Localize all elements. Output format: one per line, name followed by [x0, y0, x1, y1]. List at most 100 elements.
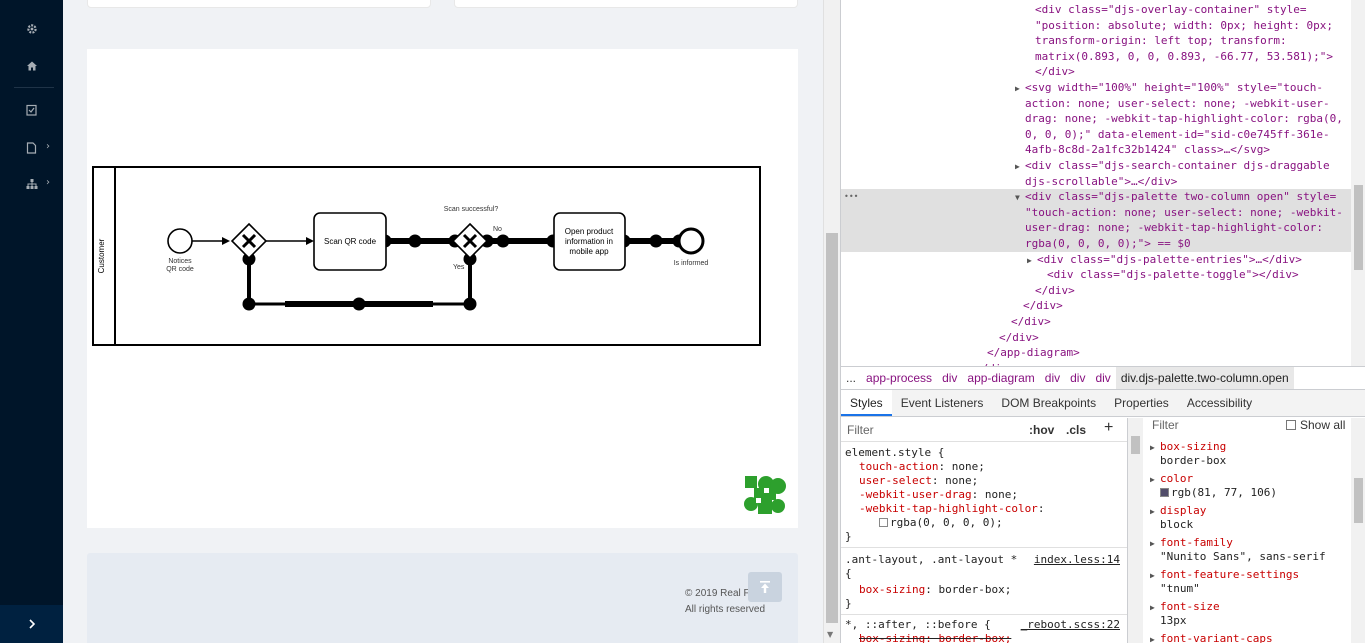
dom-node-line[interactable]: </div> — [841, 314, 1351, 330]
dom-node-line[interactable]: transform-origin: left top; transform: — [841, 33, 1351, 49]
breadcrumb-item[interactable]: div — [1044, 371, 1061, 385]
scrollbar-thumb[interactable] — [1354, 185, 1363, 270]
dom-node-line[interactable]: </div> — [841, 283, 1351, 299]
dom-node-line[interactable]: </div> — [841, 361, 1351, 366]
expand-triangle-icon[interactable]: ▶ — [1150, 507, 1155, 516]
breadcrumb-item[interactable]: div.djs-palette.two-column.open — [1115, 367, 1294, 389]
class-toggle-button[interactable]: .cls — [1066, 423, 1087, 437]
dom-node-line[interactable]: "position: absolute; width: 0px; height:… — [841, 18, 1351, 34]
color-swatch[interactable] — [1160, 488, 1169, 497]
tab-styles[interactable]: Styles — [841, 390, 892, 416]
expand-triangle-icon[interactable]: ▶ — [1150, 539, 1155, 548]
bpmn-diagram[interactable]: Customer — [87, 49, 798, 528]
scrollbar-thumb[interactable] — [1354, 478, 1363, 523]
computed-property[interactable]: ▶color — [1150, 472, 1350, 486]
style-declaration[interactable]: box-sizing: border-box; — [859, 583, 1012, 596]
dom-node-line[interactable]: 4afb-8c8d-2a1fc32b1424" class>…</svg> — [841, 142, 1351, 158]
back-to-top-button[interactable] — [748, 572, 782, 602]
dom-node-line[interactable]: </div> — [841, 64, 1351, 80]
computed-property[interactable]: ▶font-feature-settings — [1150, 568, 1350, 582]
computed-property[interactable]: ▶display — [1150, 504, 1350, 518]
dom-node-line[interactable]: <div class="djs-overlay-container" style… — [841, 2, 1351, 18]
hover-state-button[interactable]: :hov — [1029, 423, 1055, 437]
bpmn-logo[interactable] — [744, 474, 786, 516]
style-declaration[interactable]: -webkit-user-drag: none; — [845, 488, 1127, 502]
node-actions-icon[interactable]: ••• — [844, 192, 859, 202]
computed-property[interactable]: ▶font-variant-caps — [1150, 632, 1350, 643]
dom-node-line[interactable]: matrix(0.893, 0, 0, 0.893, -66.77, 53.58… — [841, 49, 1351, 65]
dom-node-line[interactable]: rgba(0, 0, 0, 0);"> == $0 — [841, 236, 1351, 252]
dom-node-line[interactable]: ▶<svg width="100%" height="100%" style="… — [841, 80, 1351, 96]
dom-node-line[interactable]: drag: none; -webkit-tap-highlight-color:… — [841, 111, 1351, 127]
computed-scrollbar[interactable] — [1351, 418, 1365, 643]
computed-property[interactable]: ▶font-family — [1150, 536, 1350, 550]
dom-tree[interactable]: <div class="djs-overlay-container" style… — [841, 0, 1351, 366]
dom-node-line[interactable]: user-drag: none; -webkit-tap-highlight-c… — [841, 220, 1351, 236]
breadcrumb-item[interactable]: app-process — [866, 371, 933, 385]
new-rule-button[interactable]: + — [1104, 419, 1114, 436]
dom-node-line[interactable]: </app-diagram> — [841, 345, 1351, 361]
checkbox-icon[interactable] — [1286, 420, 1296, 430]
dom-node-line[interactable]: ▶<div class="djs-palette-entries">…</div… — [841, 252, 1351, 268]
expand-triangle-icon[interactable]: ▶ — [1015, 84, 1020, 93]
dom-node-line[interactable]: </div> — [841, 330, 1351, 346]
tab-dom-breakpoints[interactable]: DOM Breakpoints — [1001, 396, 1097, 410]
dom-node-line[interactable]: ▶<div class="djs-search-container djs-dr… — [841, 158, 1351, 174]
bpmn-canvas[interactable]: Customer — [87, 49, 798, 528]
dom-node-line[interactable]: ▼<div class="djs-palette two-column open… — [841, 189, 1351, 205]
source-link[interactable]: index.less:14 — [1033, 553, 1120, 566]
documents-menu-item[interactable]: › — [0, 134, 63, 162]
organization-menu-item[interactable]: › — [0, 170, 63, 198]
sidebar-collapse-button[interactable] — [0, 605, 63, 643]
scroll-down-icon[interactable]: ▼ — [827, 630, 834, 639]
expand-triangle-icon[interactable]: ▶ — [1150, 475, 1155, 484]
expand-triangle-icon[interactable]: ▶ — [1015, 162, 1020, 171]
styles-filter-input[interactable]: Filter — [847, 423, 874, 437]
color-swatch[interactable] — [879, 518, 888, 527]
style-declaration[interactable]: -webkit-tap-highlight-color: — [845, 502, 1127, 516]
dom-node-line[interactable]: <div class="djs-palette-toggle"></div> — [841, 267, 1351, 283]
dom-node-line[interactable]: 0, 0, 0);" data-element-id="sid-c0e745ff… — [841, 127, 1351, 143]
overridden-declaration[interactable]: box-sizing: border-box; — [859, 632, 1012, 643]
dom-node-line[interactable]: </div> — [841, 298, 1351, 314]
style-declaration[interactable]: user-select: none; — [845, 474, 1127, 488]
customer-pool[interactable]: Customer — [92, 166, 761, 346]
exclusive-gateway[interactable] — [230, 222, 268, 260]
start-event[interactable]: Notices QR code — [166, 228, 194, 273]
breadcrumb-item[interactable]: div — [942, 371, 958, 385]
dom-node-line[interactable]: "touch-action: none; user-select: none; … — [841, 204, 1351, 221]
breadcrumb-item[interactable]: app-diagram — [967, 371, 1035, 385]
tasks-menu-item[interactable] — [0, 96, 63, 124]
dom-tree-scrollbar[interactable] — [1351, 0, 1365, 366]
breadcrumb-item[interactable]: ... — [846, 371, 857, 385]
styles-scrollbar[interactable] — [1128, 418, 1143, 643]
scrollbar-thumb[interactable] — [1131, 436, 1140, 454]
home-menu-item[interactable] — [0, 52, 63, 80]
expand-triangle-icon[interactable]: ▶ — [1150, 443, 1155, 452]
breadcrumb-item[interactable]: div — [1095, 371, 1111, 385]
exclusive-gateway-scan-successful[interactable]: Scan successful? No Yes — [444, 206, 502, 271]
computed-property[interactable]: ▶box-sizing — [1150, 440, 1350, 454]
settings-menu-item[interactable] — [0, 15, 63, 43]
style-declaration[interactable]: touch-action: none; — [845, 460, 1127, 474]
dom-node-line[interactable]: action: none; user-select: none; -webkit… — [841, 96, 1351, 112]
expand-triangle-icon[interactable]: ▶ — [1027, 255, 1032, 265]
breadcrumb-item[interactable]: div — [1070, 371, 1086, 385]
tab-event-listeners[interactable]: Event Listeners — [900, 396, 984, 410]
end-event[interactable]: Is informed — [674, 227, 709, 267]
scrollbar-thumb[interactable] — [826, 233, 838, 623]
task-scan-qr-code[interactable]: Scan QR code — [313, 212, 387, 271]
source-link[interactable]: _reboot.scss:22 — [1020, 618, 1120, 631]
computed-filter-input[interactable]: Filter — [1152, 418, 1179, 432]
expand-triangle-icon[interactable]: ▶ — [1150, 571, 1155, 580]
expand-triangle-icon[interactable]: ▶ — [1150, 603, 1155, 612]
expand-triangle-icon[interactable]: ▶ — [1150, 635, 1155, 643]
task-open-product-information[interactable]: Open product information in mobile app — [553, 212, 626, 271]
computed-property[interactable]: ▶font-size — [1150, 600, 1350, 614]
show-all-checkbox[interactable]: Show all — [1286, 418, 1345, 432]
tab-properties[interactable]: Properties — [1114, 396, 1169, 410]
dom-node-line[interactable]: djs-scrollable">…</div> — [841, 174, 1351, 190]
collapse-triangle-icon[interactable]: ▼ — [1015, 193, 1020, 203]
tab-accessibility[interactable]: Accessibility — [1186, 396, 1253, 410]
page-scrollbar[interactable]: ▼ — [823, 0, 840, 643]
